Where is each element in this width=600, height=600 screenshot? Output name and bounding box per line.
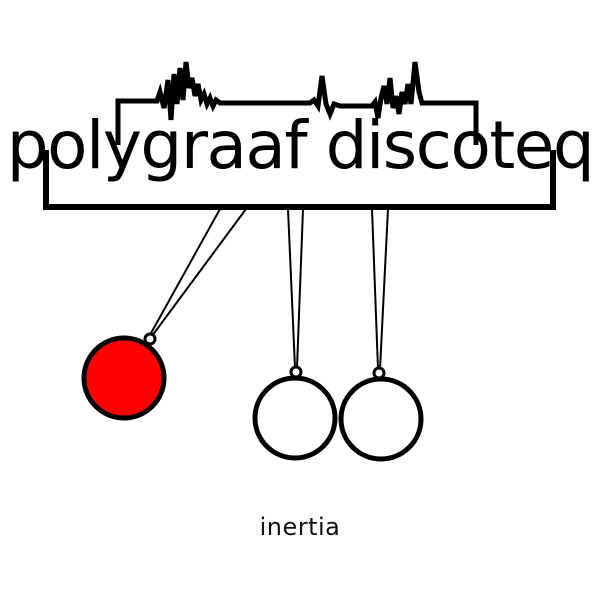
ball-hook-ring	[289, 365, 303, 379]
title-frame	[43, 150, 556, 210]
resting-ball-1	[252, 375, 338, 461]
band-title: polygraaf discoteq	[7, 107, 593, 184]
album-subtitle: inertia	[259, 513, 341, 541]
pendulum-string	[149, 208, 221, 336]
ball-hook-ring	[372, 366, 386, 380]
pendulum-string	[371, 208, 379, 370]
swinging-ball	[81, 335, 167, 421]
pendulum-string	[287, 208, 296, 369]
pendulum-string	[296, 208, 304, 369]
ball-hook-ring	[143, 332, 157, 346]
pendulum-string	[379, 208, 389, 370]
polygraph-waveform-frame	[115, 61, 479, 145]
resting-ball-2	[338, 376, 424, 462]
pendulum-string	[151, 208, 247, 337]
